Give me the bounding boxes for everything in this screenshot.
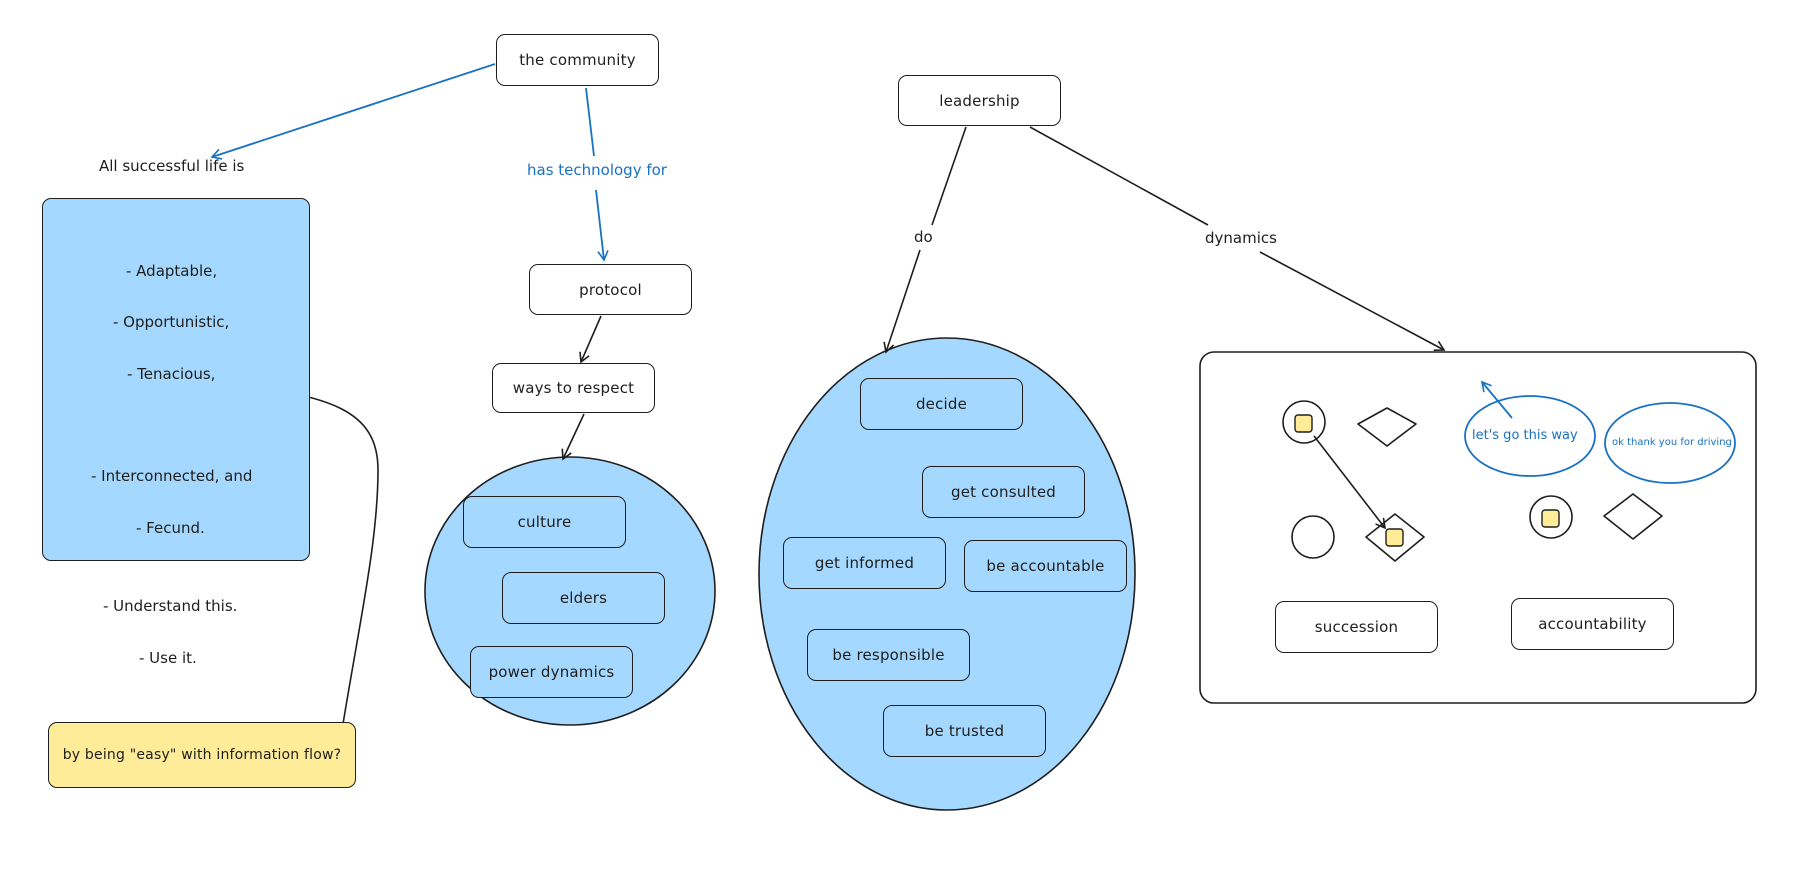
succession-move-arrow <box>1313 435 1387 530</box>
accountability-node[interactable]: accountability <box>1511 598 1674 650</box>
succession-square-top <box>1294 414 1313 433</box>
elders-node[interactable]: elders <box>502 572 665 624</box>
power-dynamics-node[interactable]: power dynamics <box>470 646 633 698</box>
quality-interconnected: - Interconnected, and <box>91 467 253 485</box>
get-consulted-node[interactable]: get consulted <box>922 466 1085 518</box>
accountability-square <box>1541 509 1560 528</box>
leadership-do-ellipse <box>758 337 1136 811</box>
be-responsible-node[interactable]: be responsible <box>807 629 970 681</box>
leadership-node[interactable]: leadership <box>898 75 1061 126</box>
lets-go-pointer-arrow <box>1480 380 1513 419</box>
leadership-dynamics-arrow-lower <box>1259 251 1446 351</box>
leadership-dynamics-arrow-upper <box>1029 126 1209 226</box>
accountability-diamond <box>1603 493 1663 540</box>
community-to-protocol-arrow-lower <box>595 189 609 262</box>
community-node[interactable]: the community <box>496 34 659 86</box>
lets-go-bubble <box>1464 395 1596 477</box>
outro-understand: - Understand this. <box>103 597 238 615</box>
quality-opportunistic: - Opportunistic, <box>113 313 230 331</box>
has-technology-label: has technology for <box>527 161 667 179</box>
do-label: do <box>914 228 933 246</box>
protocol-node[interactable]: protocol <box>529 264 692 315</box>
succession-node[interactable]: succession <box>1275 601 1438 653</box>
respect-to-ellipse-arrow <box>561 413 585 461</box>
succession-diamond-top <box>1357 407 1417 447</box>
thank-you-bubble <box>1604 402 1736 484</box>
succession-square-bottom <box>1385 528 1404 547</box>
easy-to-tenacious-arrow <box>224 379 379 725</box>
protocol-to-respect-arrow <box>579 315 602 364</box>
quality-tenacious: - Tenacious, <box>127 365 216 383</box>
ways-to-respect-node[interactable]: ways to respect <box>492 363 655 413</box>
quality-fecund: - Fecund. <box>136 519 205 537</box>
dynamics-label: dynamics <box>1205 229 1277 247</box>
thank-you-text: ok thank you for driving <box>1612 437 1732 448</box>
get-informed-node[interactable]: get informed <box>783 537 946 589</box>
life-intro-text: All successful life is <box>99 157 245 175</box>
leadership-do-arrow-upper <box>931 126 967 226</box>
culture-node[interactable]: culture <box>463 496 626 548</box>
community-to-protocol-arrow <box>585 87 595 157</box>
community-to-life-arrow <box>210 63 496 160</box>
leadership-do-arrow-lower <box>883 249 921 354</box>
decide-node[interactable]: decide <box>860 378 1023 430</box>
lets-go-text: let's go this way <box>1472 428 1578 443</box>
outro-use: - Use it. <box>139 649 197 667</box>
qualities-box[interactable] <box>42 198 310 561</box>
be-trusted-node[interactable]: be trusted <box>883 705 1046 757</box>
be-accountable-node[interactable]: be accountable <box>964 540 1127 592</box>
easy-question-note[interactable]: by being "easy" with information flow? <box>48 722 356 788</box>
succession-circle-bottom <box>1291 515 1335 559</box>
quality-adaptable: - Adaptable, <box>126 262 218 280</box>
